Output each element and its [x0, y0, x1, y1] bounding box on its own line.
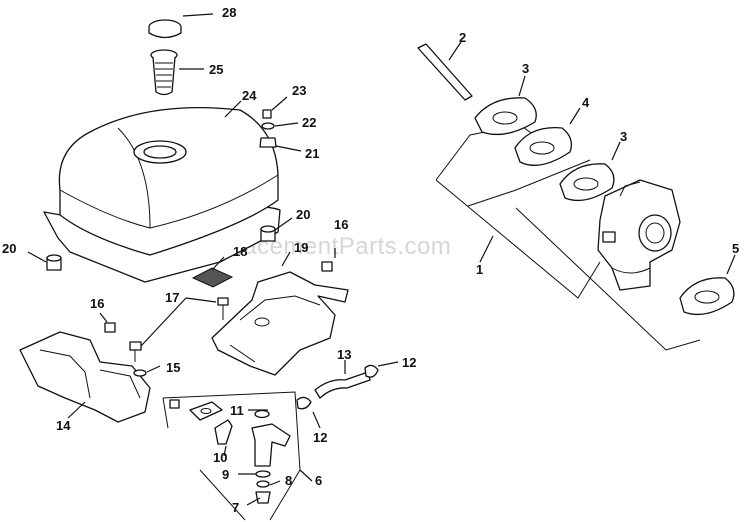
- washer-part: [261, 122, 275, 130]
- fuel-strainer-part: [150, 49, 178, 96]
- bolt-upper-part: [217, 297, 229, 320]
- spacer-part: [514, 127, 573, 166]
- callout-9: 9: [222, 467, 229, 482]
- grommet-right-part: [260, 225, 276, 242]
- gasket-upper-part: [474, 97, 537, 136]
- stud-part: [417, 43, 473, 101]
- callout-24: 24: [242, 88, 257, 103]
- cap-left-part: [104, 322, 116, 333]
- callout-3-lower: 3: [620, 129, 627, 144]
- callout-10: 10: [213, 450, 227, 465]
- callout-1: 1: [476, 262, 483, 277]
- callout-5: 5: [732, 241, 739, 256]
- fuel-line-part: [314, 371, 371, 399]
- callout-14: 14: [56, 418, 71, 433]
- carburetor-part: [597, 179, 681, 291]
- callout-20-left: 20: [2, 241, 16, 256]
- callout-13: 13: [337, 347, 351, 362]
- callout-labels: 28 25 24 23 22 21 20 20 16 16 18 19 17 1…: [2, 5, 739, 515]
- callout-11: 11: [230, 403, 244, 418]
- callout-28: 28: [222, 5, 236, 20]
- callout-23: 23: [292, 83, 306, 98]
- callout-4: 4: [582, 95, 590, 110]
- callout-12-lower: 12: [313, 430, 327, 445]
- callout-19: 19: [294, 240, 308, 255]
- callout-7: 7: [232, 500, 239, 515]
- washer-15-part: [133, 369, 147, 377]
- mounting-bracket-part: [19, 331, 151, 423]
- callout-15: 15: [166, 360, 180, 375]
- callout-12-right: 12: [402, 355, 416, 370]
- nut-part: [259, 137, 277, 148]
- clamp-lower-part: [296, 396, 312, 410]
- fuel-cap-part: [148, 19, 182, 39]
- callout-16-left: 16: [90, 296, 104, 311]
- callout-16-right: 16: [334, 217, 348, 232]
- grommet-left-part: [46, 254, 62, 271]
- tank-bracket-part: [211, 271, 349, 376]
- callout-6: 6: [315, 473, 322, 488]
- pad-part: [191, 267, 234, 288]
- gasket-lower-part: [559, 163, 615, 202]
- fuel-tank-part: [43, 106, 281, 283]
- callout-2: 2: [459, 30, 466, 45]
- callout-20-right: 20: [296, 207, 310, 222]
- cap-right-part: [321, 261, 333, 272]
- callout-21: 21: [305, 146, 319, 161]
- bolt-lower-part: [129, 341, 142, 362]
- callout-22: 22: [302, 115, 316, 130]
- clamp-right-part: [364, 364, 379, 378]
- leader-lines: [27, 13, 736, 506]
- callout-18: 18: [233, 244, 247, 259]
- valve-assembly-group: [162, 391, 301, 521]
- gasket-right-part: [679, 277, 735, 316]
- callout-8: 8: [285, 473, 292, 488]
- callout-25: 25: [209, 62, 223, 77]
- callout-3-upper: 3: [522, 61, 529, 76]
- callout-17: 17: [165, 290, 179, 305]
- screw-part: [262, 109, 272, 119]
